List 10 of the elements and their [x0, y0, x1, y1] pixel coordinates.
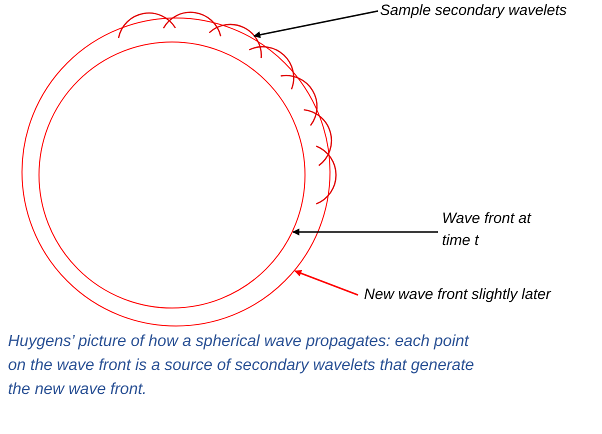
callout-label: Wave front at time t: [442, 209, 532, 251]
secondary-wavelets: [118, 12, 337, 204]
caption: Huygens’ picture of how a spherical wave propagates: each point on the wave front is a source of secondary wavelets that generate the new wave front.: [8, 332, 476, 400]
callout-label: Sample secondary wavelets: [380, 1, 568, 21]
callout-label: New wave front slightly later: [364, 285, 552, 305]
arrow: [253, 10, 378, 38]
arrow: [292, 228, 438, 236]
new-wave-front-circle: [22, 12, 337, 326]
arrow: [294, 270, 358, 296]
wave-front-circle: [38, 42, 306, 308]
